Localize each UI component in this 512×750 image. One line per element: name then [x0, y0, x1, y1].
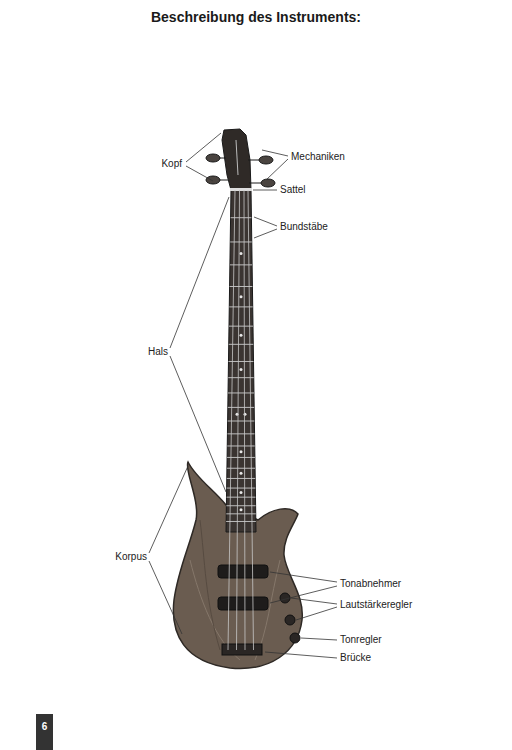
headstock	[222, 129, 251, 190]
part-label: Bundstäbe	[280, 221, 328, 233]
page-title: Beschreibung des Instruments:	[0, 8, 512, 26]
string	[237, 190, 240, 650]
leader-line	[270, 572, 337, 582]
title-text: Beschreibung des Instruments:	[151, 9, 361, 25]
pickups	[218, 565, 268, 610]
leader-line	[265, 652, 337, 658]
leader-line	[186, 166, 213, 181]
string	[228, 190, 235, 650]
part-label: Hals	[148, 346, 168, 358]
fret-dot	[240, 472, 243, 475]
leader-line	[253, 190, 277, 191]
fret-dot	[240, 368, 243, 371]
string	[244, 190, 245, 650]
part-label: Brücke	[340, 652, 371, 664]
part-name: Lautstärkeregler	[340, 599, 412, 610]
fret-dot	[240, 450, 243, 453]
leader-line	[254, 229, 277, 238]
part-label: Tonabnehmer	[340, 578, 401, 590]
tuners	[206, 154, 275, 187]
part-name: Tonabnehmer	[340, 578, 401, 589]
fret-dot	[240, 491, 243, 494]
fret-dot	[240, 334, 243, 337]
part-label: Lautstärkeregler	[340, 599, 412, 611]
string	[248, 190, 254, 650]
leader-line	[266, 159, 288, 180]
part-name: Mechaniken	[291, 151, 345, 162]
fret	[226, 505, 255, 506]
part-name: Korpus	[115, 551, 147, 562]
part-label: Tonregler	[340, 634, 382, 646]
part-name: Kopf	[161, 158, 182, 169]
part-label: Kopf	[161, 158, 182, 170]
fret	[227, 497, 256, 498]
leader-line	[270, 586, 337, 603]
fret-dot	[240, 508, 243, 511]
part-name: Sattel	[280, 184, 306, 195]
nut	[230, 188, 252, 191]
leader-line	[254, 217, 277, 226]
fret-dot	[240, 295, 243, 298]
leader-line	[296, 607, 337, 620]
fret	[226, 513, 255, 514]
part-name: Bundstäbe	[280, 221, 328, 232]
leader-line	[149, 561, 182, 634]
knobs	[280, 593, 300, 643]
part-name: Tonregler	[340, 634, 382, 645]
leader-line	[301, 638, 337, 640]
part-name: Brücke	[340, 652, 371, 663]
fret-dot	[240, 252, 243, 255]
leader-line	[170, 197, 229, 348]
part-label: Korpus	[115, 551, 147, 563]
fret	[227, 488, 256, 489]
fret-dot	[244, 413, 247, 416]
part-name: Hals	[148, 346, 168, 357]
page-number: 6	[42, 721, 48, 732]
fret	[226, 521, 256, 522]
leader-line	[149, 466, 188, 553]
leader-line	[262, 150, 288, 156]
fret	[227, 478, 255, 479]
part-label: Sattel	[280, 184, 306, 196]
leader-line	[291, 598, 337, 604]
leader-line	[186, 133, 221, 162]
page-number-box: 6	[36, 714, 53, 750]
leader-line	[170, 356, 226, 492]
part-label: Mechaniken	[291, 151, 345, 163]
